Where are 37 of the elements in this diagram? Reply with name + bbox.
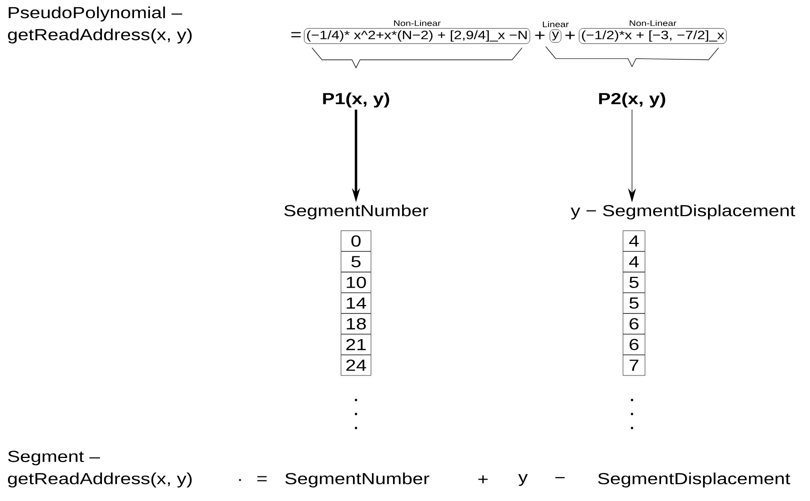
table-cell: 18 [340,313,372,334]
table-cell: 21 [340,334,372,355]
table-cell: 4 [622,230,646,252]
heading-text: getReadAddress(x, y) [8,472,192,488]
formula-text: + [565,31,575,40]
formula-text: . [239,479,241,481]
term-box: y [550,29,562,43]
heading-text: PseudoPolynomial – [8,6,182,22]
formula-text: + [478,475,488,484]
term-caption: Non-Linear [630,20,676,26]
table-cell: 10 [340,272,372,293]
term-box: (−1/4)* x^2+x*(N−2) + [2,9/4]_x −N [304,28,530,44]
table-cell: 5 [622,272,646,293]
result-label: P1(x, y) [323,92,390,108]
term-box: (−1/2)*x + [−3, −7/2]_x [578,28,727,44]
formula-text: − [555,477,565,478]
table-cell: 5 [340,251,372,272]
column-heading: y − SegmentDisplacement [570,204,796,220]
table-cell: 6 [622,313,646,334]
heading-text: getReadAddress(x, y) [8,28,192,44]
formula-text: + [535,31,545,40]
table-cell: 5 [622,292,646,314]
term-caption: Linear [542,21,569,28]
result-label: P2(x, y) [599,92,666,108]
table-cell: 7 [622,354,646,376]
column-heading: SegmentNumber [284,204,428,220]
table-cell: 14 [340,292,372,314]
formula-text: = [257,476,267,482]
table-cell: 6 [622,334,646,355]
heading-text: Segment – [8,450,100,466]
formula-text: SegmentDisplacement [598,472,790,488]
formula-text: SegmentNumber [285,472,430,488]
table-cell: 4 [622,251,646,272]
formula-text: y [518,474,528,486]
term-caption: Non-Linear [394,20,441,26]
table-cell: 24 [340,354,372,376]
table-cell: 0 [340,230,372,252]
